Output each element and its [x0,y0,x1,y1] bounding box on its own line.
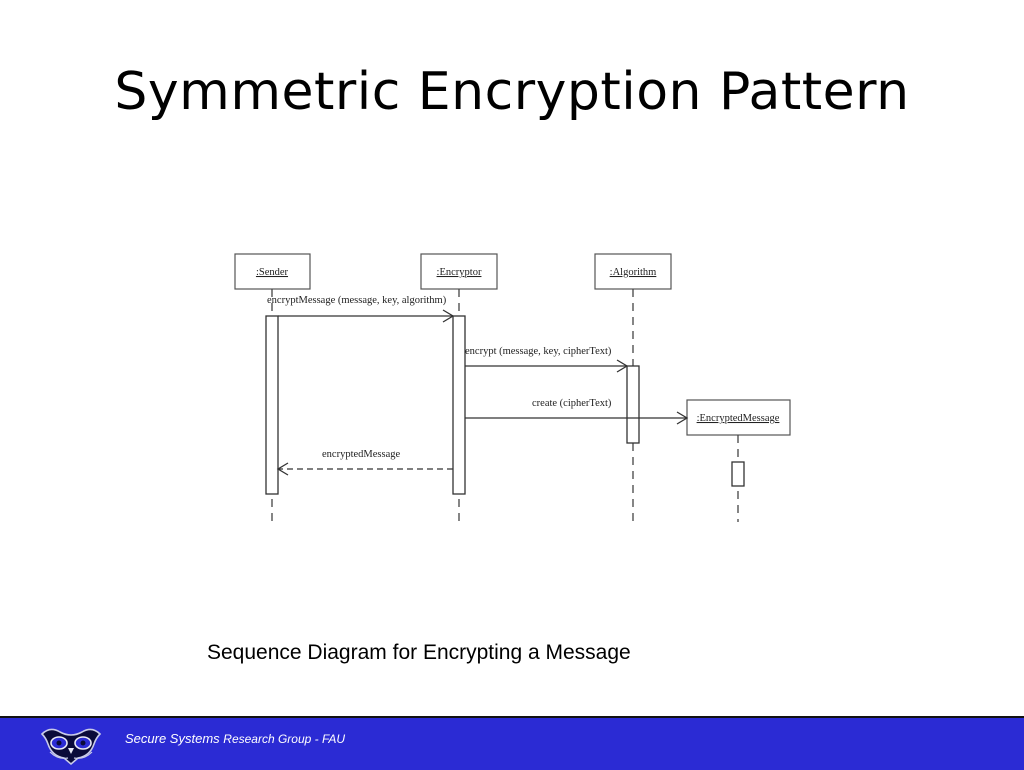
message-label-encrypt: encrypt (message, key, cipherText) [465,346,612,357]
message-encrypt: encrypt (message, key, cipherText) [465,346,629,373]
message-encrypted-message-return: encryptedMessage [276,449,453,476]
message-label-encrypt-message: encryptMessage (message, key, algorithm) [267,295,447,306]
object-sender: :Sender [234,253,311,290]
activation-encryptor [452,315,466,495]
diagram-caption: Sequence Diagram for Encrypting a Messag… [207,641,631,664]
activation-encrypted-message [731,461,745,487]
footer-text-part2: Research Group - FAU [223,732,346,746]
activation-sender [265,315,279,495]
owl-logo-icon [40,728,102,766]
footer-text: Secure Systems Research Group - FAU [125,731,345,746]
object-label-algorithm: :Algorithm [610,267,657,278]
sequence-diagram: :Sender :Encryptor :Algorithm :Encrypted… [234,253,791,522]
footer-text-part1: Secure Systems [125,731,220,746]
object-label-encryptor: :Encryptor [437,267,482,278]
message-label-encrypted-message: encryptedMessage [322,449,400,460]
object-encrypted-message: :EncryptedMessage [686,399,791,436]
activation-algorithm [626,365,640,444]
slide-title: Symmetric Encryption Pattern [114,62,910,122]
message-create: create (cipherText) [465,398,689,425]
message-label-create: create (cipherText) [532,398,612,409]
object-algorithm: :Algorithm [594,253,672,290]
message-encrypt-message: encryptMessage (message, key, algorithm) [267,295,455,323]
object-label-sender: :Sender [256,267,289,278]
object-label-encrypted-message: :EncryptedMessage [697,413,780,424]
object-encryptor: :Encryptor [420,253,498,290]
footer-bar: Secure Systems Research Group - FAU [0,716,1024,770]
